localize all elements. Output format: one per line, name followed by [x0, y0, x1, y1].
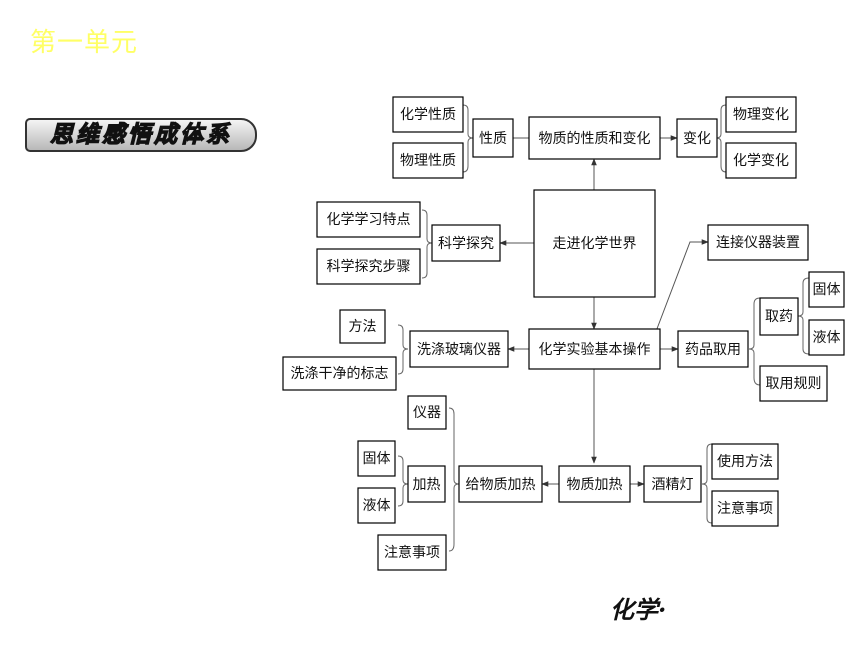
brace-lamp	[701, 443, 713, 524]
node-basic-ops: 化学实验基本操作	[528, 328, 661, 370]
node-connect: 连接仪器装置	[707, 224, 809, 261]
svg-text:注意事项: 注意事项	[384, 544, 440, 561]
svg-text:物理变化: 物理变化	[733, 107, 789, 123]
node-change: 变化	[676, 118, 718, 158]
node-properties: 物质的性质和变化	[528, 116, 661, 160]
svg-text:化学性质: 化学性质	[400, 107, 456, 123]
svg-text:物理性质: 物理性质	[400, 153, 456, 169]
brace-nature	[462, 104, 474, 173]
node-rules: 取用规则	[759, 365, 828, 402]
svg-text:物质的性质和变化: 物质的性质和变化	[539, 131, 651, 147]
node-take: 取药	[759, 297, 799, 336]
unit-title: 第一单元	[30, 28, 139, 58]
node-clean-sign: 洗涤干净的标志	[282, 356, 397, 391]
node-usage: 使用方法	[711, 443, 779, 480]
svg-text:酒精灯: 酒精灯	[652, 477, 694, 493]
node-phys-change: 物理变化	[725, 96, 797, 133]
node-nature: 性质	[472, 118, 514, 158]
svg-text:注意事项: 注意事项	[717, 500, 773, 517]
node-chem-features: 化学学习特点	[316, 201, 421, 238]
edge-basicops-connect	[654, 239, 709, 335]
svg-text:取药: 取药	[765, 309, 793, 325]
svg-text:走进化学世界: 走进化学世界	[553, 236, 637, 252]
svg-text:洗涤干净的标志: 洗涤干净的标志	[291, 366, 389, 382]
node-wash: 洗涤玻璃仪器	[409, 330, 509, 368]
node-give-heat: 给物质加热	[458, 465, 543, 503]
subject-footer: 化学·	[610, 595, 667, 624]
svg-text:化学变化: 化学变化	[733, 153, 789, 169]
svg-text:方法: 方法	[349, 319, 377, 335]
svg-text:使用方法: 使用方法	[717, 453, 773, 470]
svg-text:药品取用: 药品取用	[685, 342, 741, 358]
node-liquid-1: 液体	[808, 319, 845, 356]
node-chem-change: 化学变化	[725, 142, 797, 179]
svg-text:取用规则: 取用规则	[766, 376, 822, 392]
node-drugs: 药品取用	[677, 330, 749, 368]
svg-text:加热: 加热	[413, 477, 441, 493]
svg-text:科学探究: 科学探究	[438, 236, 494, 252]
svg-text:科学探究步骤: 科学探究步骤	[327, 259, 411, 275]
svg-text:化学学习特点: 化学学习特点	[327, 212, 411, 228]
node-heating: 物质加热	[558, 465, 631, 503]
node-attention-2: 注意事项	[377, 534, 447, 571]
brace-heat	[397, 455, 409, 507]
svg-text:洗涤玻璃仪器: 洗涤玻璃仪器	[417, 341, 501, 358]
node-center: 走进化学世界	[533, 189, 656, 298]
node-inquiry-steps: 科学探究步骤	[316, 248, 421, 285]
node-instrument: 仪器	[407, 395, 447, 430]
brace-giveheat	[448, 407, 460, 552]
svg-text:化学实验基本操作: 化学实验基本操作	[539, 341, 651, 358]
node-attention-1: 注意事项	[711, 490, 779, 527]
node-solid-1: 固体	[808, 271, 845, 308]
svg-text:连接仪器装置: 连接仪器装置	[716, 234, 800, 251]
node-phys-property: 物理性质	[392, 142, 464, 179]
node-lamp: 酒精灯	[643, 465, 702, 503]
brace-inquiry	[421, 209, 433, 279]
svg-text:固体: 固体	[363, 451, 391, 467]
node-chem-property: 化学性质	[392, 96, 464, 133]
node-heat: 加热	[407, 465, 446, 503]
svg-text:变化: 变化	[683, 131, 711, 147]
banner-text: 思维感悟成体系	[49, 121, 232, 148]
node-solid-2: 固体	[357, 440, 396, 477]
svg-text:物质加热: 物质加热	[567, 477, 623, 493]
svg-text:液体: 液体	[363, 498, 391, 514]
node-inquiry: 科学探究	[431, 224, 501, 262]
brace-take	[797, 277, 810, 355]
svg-text:给物质加热: 给物质加热	[466, 477, 536, 493]
svg-text:固体: 固体	[813, 282, 841, 298]
brace-wash	[397, 324, 409, 375]
brace-drugs	[748, 297, 761, 386]
svg-text:性质: 性质	[479, 131, 507, 147]
node-liquid-2: 液体	[357, 487, 396, 524]
svg-text:仪器: 仪器	[413, 405, 441, 421]
svg-text:液体: 液体	[813, 330, 841, 346]
node-method: 方法	[339, 309, 386, 344]
section-banner: 思维感悟成体系	[25, 118, 257, 152]
